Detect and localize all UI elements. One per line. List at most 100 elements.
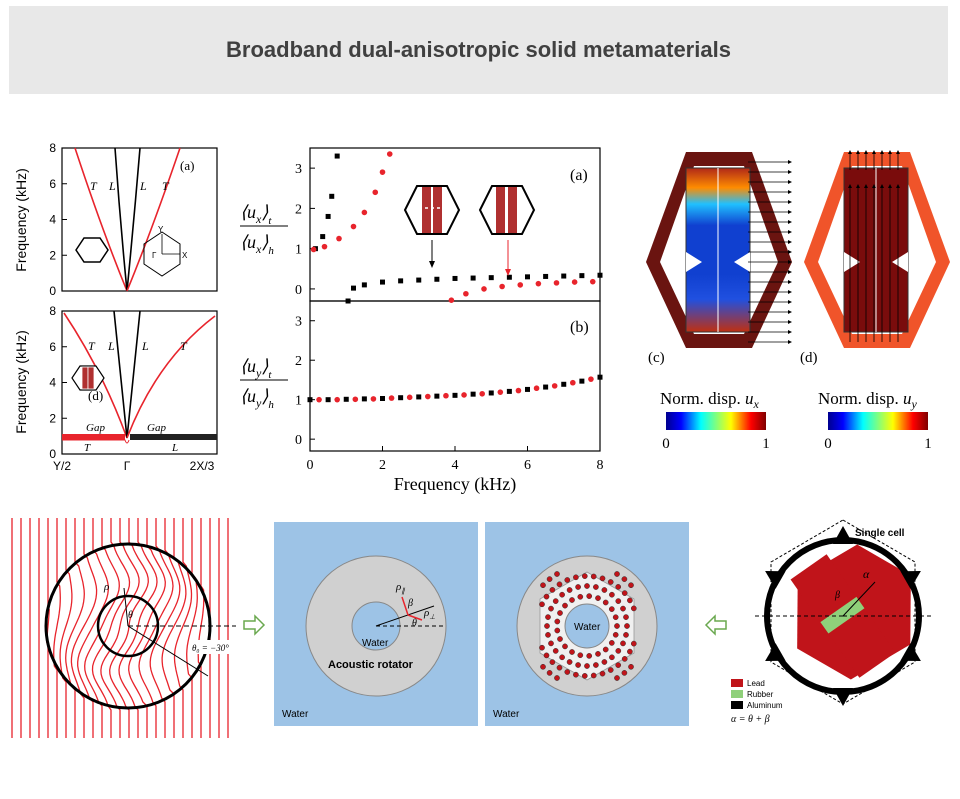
- struct-cell: [577, 593, 584, 600]
- struct-cell: [552, 648, 559, 654]
- field-panel-d: (d): [800, 350, 818, 366]
- ratio-b-point: [570, 379, 576, 386]
- struct-cell: [549, 659, 556, 665]
- ratio-a-point: [463, 290, 469, 297]
- field-arrow-head: [788, 290, 792, 294]
- rotator-theta: θ: [412, 618, 417, 629]
- ratio-b-point: [588, 376, 594, 382]
- ratio-xtick-label: 4: [452, 458, 459, 473]
- ratio-panel-b: (b): [570, 319, 589, 336]
- band-top-ylabel: Frequency (kHz): [13, 168, 29, 271]
- struct-cell: [556, 581, 563, 588]
- struct-cell: [614, 623, 620, 629]
- ratio-b-point: [479, 390, 485, 397]
- struct-cell: [543, 652, 550, 659]
- field-arrow-head: [872, 184, 876, 188]
- ratio-b-point: [533, 385, 540, 392]
- struct-cell: [545, 614, 551, 620]
- arrow-left-icon: [704, 614, 727, 636]
- band-bot-label-l: L: [107, 339, 115, 353]
- ratio-a-point: [416, 277, 422, 283]
- wave-line: [128, 518, 166, 738]
- struct-cell: [581, 573, 588, 579]
- ratio-a-point: [386, 151, 393, 157]
- cbar-x-min: 0: [662, 436, 670, 452]
- struct-cell: [593, 662, 599, 668]
- field-arrow-head: [872, 150, 876, 154]
- wave-line: [59, 518, 73, 738]
- cbar-y-max: 1: [924, 436, 932, 452]
- struct-cell: [554, 627, 561, 634]
- struct-cell: [548, 640, 554, 647]
- struct-cell: [624, 623, 630, 629]
- wave-rho: ρ: [103, 581, 109, 593]
- aluminum-triangle: [900, 643, 921, 661]
- ratio-a-point: [571, 279, 578, 285]
- struct-cell: [621, 670, 628, 676]
- rotator-rho-perp: ρ⊥: [423, 607, 435, 621]
- ratio-a-point: [481, 286, 487, 292]
- ratio-a-point: [525, 274, 530, 280]
- ratio-a-point: [372, 189, 379, 196]
- ratio-a-point: [379, 169, 386, 175]
- ratio-b-ylabel: ⟨uy⟩t ⟨uy⟩h: [240, 356, 288, 411]
- struct-cell: [569, 597, 575, 603]
- struct-cell: [586, 653, 593, 659]
- ratio-a-point: [329, 193, 335, 199]
- wave-line: [197, 518, 205, 738]
- band-top-label-t2: T: [162, 179, 170, 193]
- band-gap-black: [130, 434, 217, 440]
- field-arrow-head: [864, 150, 868, 154]
- struct-cell: [577, 652, 584, 659]
- ratio-a-point: [325, 213, 331, 219]
- field-arrow-head: [888, 184, 892, 188]
- band-top-t-right: [126, 147, 181, 292]
- ratio-b-ytick-label: 0: [295, 433, 302, 448]
- struct-cell: [602, 599, 609, 606]
- struct-cell: [599, 575, 606, 582]
- field-d: [804, 150, 950, 348]
- field-arrow-head: [888, 150, 892, 154]
- struct-cell: [559, 591, 565, 598]
- ratio-a-point: [470, 275, 476, 281]
- field-arrow-head: [896, 184, 900, 188]
- wave-line: [46, 518, 50, 738]
- struct-cell: [628, 582, 634, 589]
- legend-lead: Lead: [747, 679, 765, 688]
- hexagon-icon: [75, 237, 109, 263]
- ratio-xtick-label: 0: [307, 458, 314, 473]
- aluminum-triangle: [833, 526, 853, 544]
- band-ytick-label: 8: [49, 141, 56, 155]
- cbar-y-min: 0: [824, 436, 832, 452]
- band-bot-label-t: T: [88, 339, 96, 353]
- ratio-b-point: [488, 390, 494, 396]
- ratio-b-point: [497, 389, 504, 395]
- ratio-b-point: [443, 392, 449, 399]
- struct-cell: [575, 662, 581, 668]
- svg-text:⟨ux⟩t: ⟨ux⟩t: [240, 202, 272, 227]
- struct-cell: [545, 632, 551, 638]
- struct-cell: [543, 593, 550, 600]
- ratio-b-point: [316, 396, 322, 403]
- band-gap-left-label: Gap: [86, 422, 105, 434]
- struct-cell: [564, 577, 571, 583]
- cbar-x: [666, 412, 766, 430]
- unit-cell-panel: Single cell α β Lead Rubber Aluminum α =…: [731, 519, 931, 725]
- field-arrow-head: [788, 310, 792, 314]
- ratio-a-ylabel: ⟨ux⟩t ⟨ux⟩h: [240, 202, 288, 257]
- ratio-b-point: [398, 395, 404, 401]
- ratio-a-point: [579, 273, 585, 279]
- slide-title: Broadband dual-anisotropic solid metamat…: [226, 37, 731, 62]
- field-arrow-head: [788, 260, 792, 264]
- ratio-panel-a: (a): [570, 167, 588, 184]
- struct-cell: [623, 632, 629, 638]
- ratio-b-point: [388, 395, 395, 401]
- ratio-a-point: [351, 285, 356, 291]
- ratio-a-point: [320, 234, 326, 240]
- band-bot-label-t2: T: [180, 339, 188, 353]
- ratio-a-point: [535, 280, 542, 287]
- field-arrow-head: [788, 280, 792, 284]
- struct-cell: [607, 579, 614, 585]
- ratio-xtick-label: 8: [597, 458, 604, 473]
